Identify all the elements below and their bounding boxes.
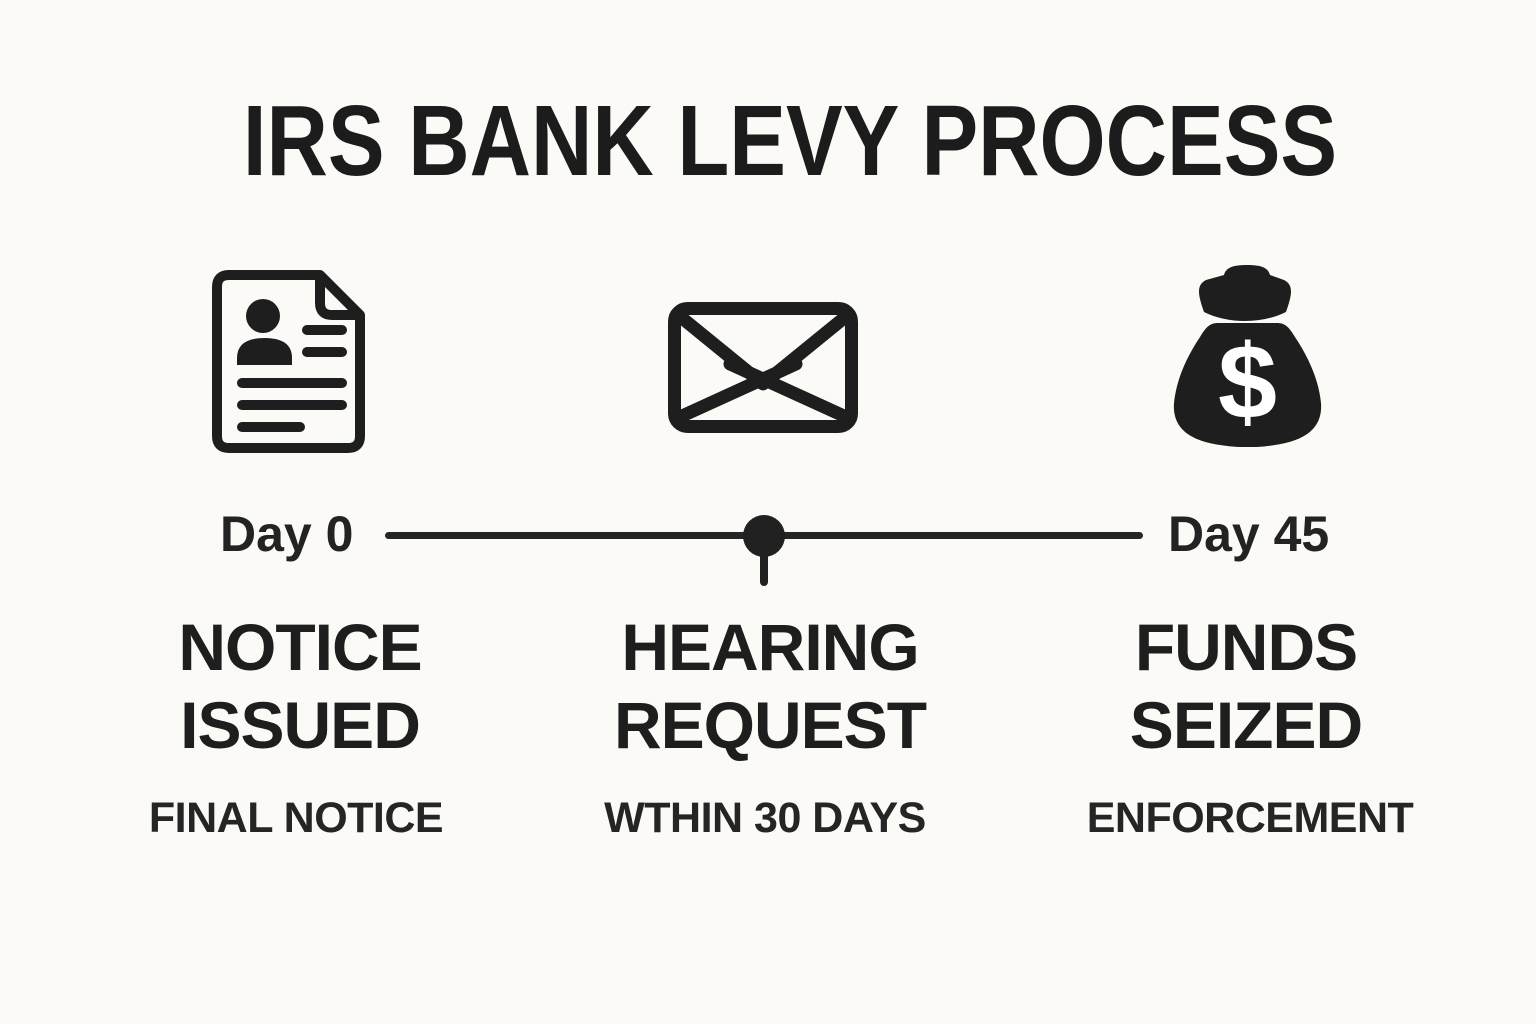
dollar-sign: $ <box>1218 323 1277 441</box>
page-title: IRS BANK LEVY PROCESS <box>242 85 1338 197</box>
timeline-midpoint-dot <box>743 515 785 557</box>
step-3-heading-line2: SEIZED <box>1129 688 1363 762</box>
envelope-icon <box>668 302 858 433</box>
step-1-sublabel: FINAL NOTICE <box>148 794 444 842</box>
step-1-heading-line1: NOTICE <box>178 610 422 684</box>
step-2-heading: HEARING REQUEST <box>520 608 1020 764</box>
money-bag-icon: $ <box>1172 265 1323 447</box>
notice-document-icon <box>212 270 365 453</box>
step-3-heading-line1: FUNDS <box>1134 610 1358 684</box>
timeline-start-label: Day 0 <box>220 506 354 562</box>
timeline-end-label: Day 45 <box>1168 506 1330 562</box>
step-3-sublabel: ENFORCEMENT <box>1086 794 1414 842</box>
step-1-heading-line2: ISSUED <box>180 688 421 762</box>
step-2-heading-line1: HEARING <box>621 610 919 684</box>
step-3-heading: FUNDS SEIZED <box>996 608 1496 764</box>
step-2-heading-line2: REQUEST <box>613 688 927 762</box>
step-2-sublabel: WTHIN 30 DAYS <box>604 794 926 842</box>
timeline-midpoint-stem <box>760 540 768 586</box>
step-1-heading: NOTICE ISSUED <box>50 608 550 764</box>
